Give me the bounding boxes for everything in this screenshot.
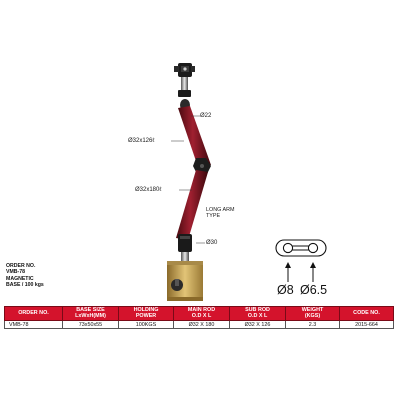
magnetic-base	[167, 261, 203, 301]
top-fine-adjust-knob	[178, 90, 191, 97]
cell-base-size: 73x50x55	[62, 320, 119, 329]
base-joint-diameter-label: Ø30	[206, 240, 218, 246]
arm-type-label-line1: LONG ARM	[206, 207, 235, 213]
base-post	[181, 252, 189, 262]
arm-type-label-line2: TYPE	[206, 213, 221, 219]
cell-weight: 2.3	[285, 320, 340, 329]
main-rod-dimension-label: Ø32x180ℓ	[135, 187, 162, 193]
order-info-line: MAGNETIC	[6, 275, 34, 282]
top-chrome-rod	[181, 77, 188, 91]
order-info-line: VMB-78	[6, 269, 26, 276]
order-info-line: ORDER NO.	[6, 263, 36, 269]
order-info-line: BASE / 100 kgs	[6, 281, 44, 288]
cell-holding-power: 100KGS	[118, 320, 174, 329]
rod-dia-small-label: Ø8	[277, 283, 294, 297]
table-row: VMB-78 73x50x55 100KGS Ø32 X 180 Ø32 X 1…	[4, 320, 394, 329]
order-info-block: ORDER NO. VMB-78 MAGNETIC BASE / 100 kgs	[6, 263, 44, 288]
cell-order-no: VMB-78	[4, 320, 63, 329]
main-arm	[176, 170, 208, 240]
header-order-no: ORDER NO.	[4, 306, 63, 321]
indicator-clamp	[174, 63, 195, 77]
cell-sub-rod: Ø32 X 126	[229, 320, 286, 329]
sub-arm	[178, 106, 211, 170]
header-weight: WEIGHT(KGS)	[285, 306, 340, 321]
top-rod-diameter-label: Ø22	[200, 113, 212, 119]
center-joint	[193, 158, 211, 174]
cell-code-no: 2015-664	[339, 320, 394, 329]
header-code-no: CODE NO.	[339, 306, 394, 321]
rod-cross-section-diagram	[275, 239, 327, 282]
cell-main-rod: Ø32 X 180	[173, 320, 230, 329]
sub-rod-dimension-label: Ø32x126ℓ	[128, 138, 155, 144]
rod-dia-large-label: Ø6.5	[300, 283, 328, 297]
